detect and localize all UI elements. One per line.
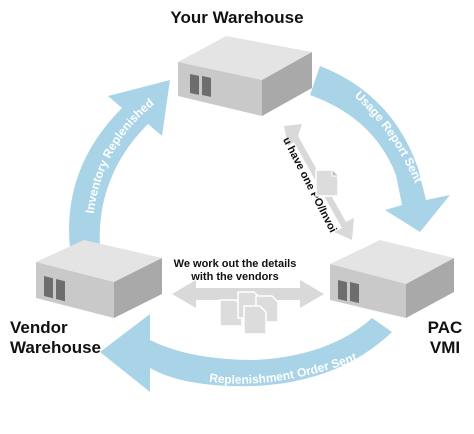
po-invoice-note: You have one PO/Invoice [0,0,339,235]
flow-arrow-replenishment-order [100,314,392,392]
warehouse-box-icon [330,240,454,318]
document-icon [219,291,279,335]
vendors-note: We work out the details with the vendors [150,258,320,284]
pac-vmi-title: PAC VMI [420,318,470,358]
vendors-note-line2: with the vendors [191,271,279,283]
vendors-note-line1: We work out the details [173,258,297,270]
flow-arrow-inventory-replenished [69,80,170,248]
vendor-warehouse-title: Vendor Warehouse [10,318,101,358]
vendor-warehouse-title-line1: Vendor [10,318,68,337]
pac-vmi-title-line2: VMI [429,338,461,357]
warehouse-box-icon [178,36,312,116]
flow-arrow-usage-report [310,66,450,232]
pac-vmi-title-line1: PAC [427,318,463,337]
document-icon [315,169,339,197]
warehouse-box-icon [36,240,162,318]
flow-label-usage-report: Usage Report Sent [352,88,425,185]
your-warehouse-title: Your Warehouse [170,8,304,27]
vendor-warehouse-title-line2: Warehouse [10,338,102,357]
